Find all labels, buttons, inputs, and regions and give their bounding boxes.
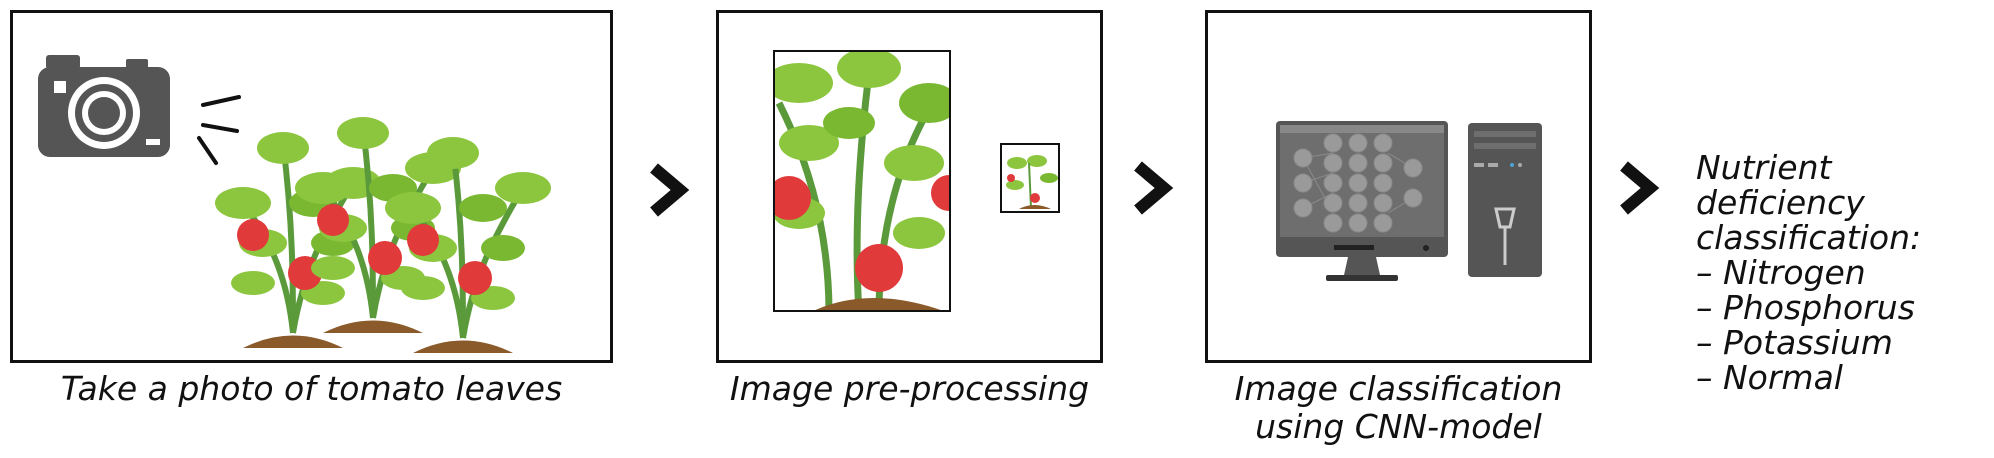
- camera-icon: [38, 55, 170, 157]
- desktop-computer-icon: [1276, 121, 1542, 281]
- classification-stage-panel: [1205, 10, 1592, 363]
- cropped-image-icon: [773, 50, 951, 312]
- classification-stage-illustration: [1276, 121, 1542, 281]
- result-item-normal: – Normal: [1696, 358, 1843, 397]
- photo-stage-caption-line: Take a photo of tomato leaves: [60, 369, 563, 408]
- result-item-nitrogen: – Nitrogen: [1696, 253, 1866, 292]
- chevron-right-icon: [650, 163, 690, 217]
- preprocessing-stage-caption: Image pre-processing: [716, 370, 1103, 408]
- result-title-line: Nutrient deficiency: [1696, 148, 1865, 222]
- classification-stage-caption: Image classification using CNN-model: [1205, 370, 1592, 446]
- chevron-right-icon: [1620, 161, 1660, 215]
- classification-result-list: Nutrient deficiency classification: – Ni…: [1696, 150, 1994, 395]
- photo-stage-panel: [10, 10, 613, 363]
- classification-stage-caption-line: using CNN-model: [1255, 407, 1542, 446]
- preprocessing-stage-illustration: [773, 50, 1060, 312]
- result-item-phosphorus: – Phosphorus: [1696, 288, 1915, 327]
- chevron-right-icon: [1134, 161, 1174, 215]
- result-item-potassium: – Potassium: [1696, 323, 1893, 362]
- photo-stage-illustration: [38, 55, 610, 360]
- tomato-plant-icon: [215, 117, 551, 353]
- camera-flash-icon: [197, 95, 241, 165]
- resized-image-icon: [1000, 143, 1060, 213]
- preprocessing-stage-panel: [716, 10, 1103, 363]
- preprocessing-stage-caption-line: Image pre-processing: [729, 369, 1090, 408]
- result-title-line: classification:: [1696, 218, 1922, 257]
- photo-stage-caption: Take a photo of tomato leaves: [10, 370, 613, 408]
- neural-network-icon: [1293, 133, 1423, 233]
- classification-stage-caption-line: Image classification: [1234, 369, 1563, 408]
